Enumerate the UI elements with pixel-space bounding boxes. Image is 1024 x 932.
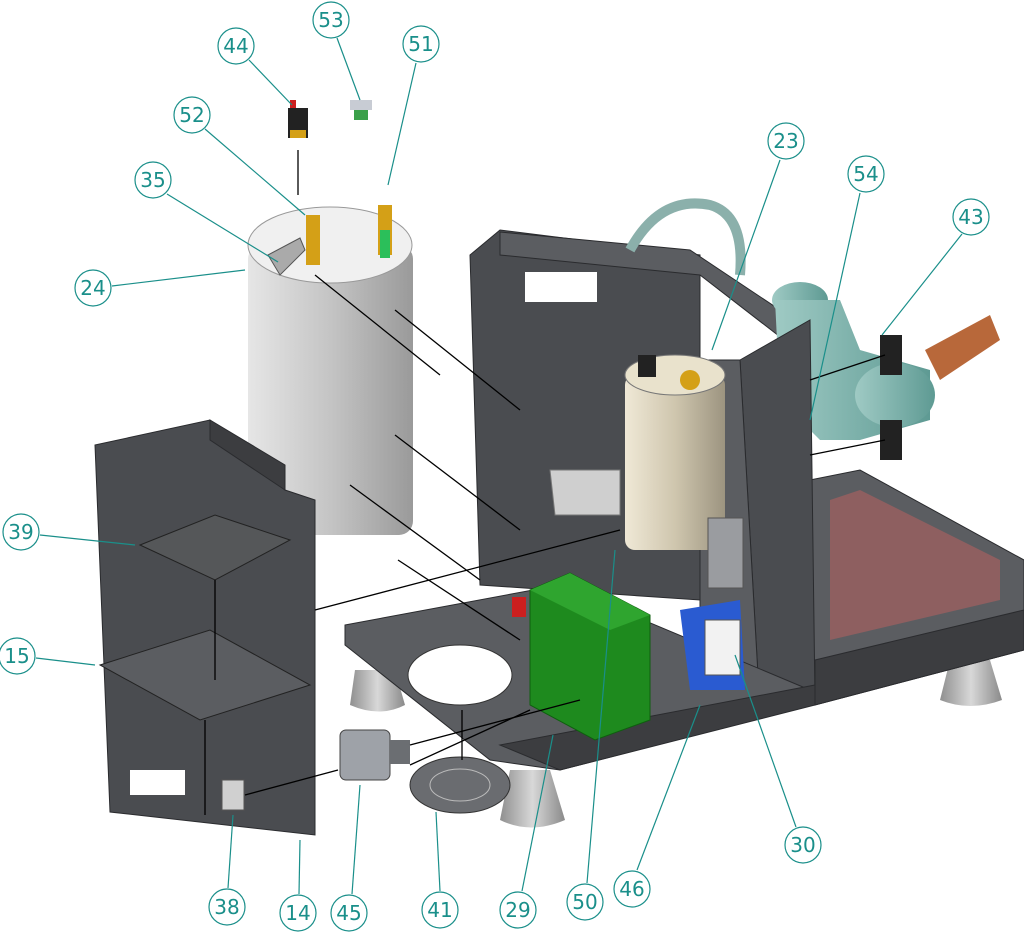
- assembly-lines: [204, 274, 886, 815]
- callout-29: 29: [499, 891, 537, 929]
- svg-text:15: 15: [4, 644, 29, 668]
- callout-24: 24: [74, 269, 112, 307]
- transformer: [512, 572, 651, 741]
- power-inlet: [339, 729, 410, 781]
- svg-text:23: 23: [773, 129, 798, 153]
- callout-15: 15: [0, 637, 36, 675]
- sensor-53: [350, 100, 372, 120]
- callout-52: 52: [173, 96, 211, 134]
- microswitch-38: [221, 779, 245, 811]
- svg-text:29: 29: [505, 898, 530, 922]
- callout-45: 45: [330, 894, 368, 932]
- callout-35: 35: [134, 161, 172, 199]
- small-boiler: [549, 354, 726, 550]
- svg-text:45: 45: [336, 901, 361, 925]
- svg-text:46: 46: [619, 877, 644, 901]
- callout-51: 51: [402, 25, 440, 63]
- callout-41: 41: [421, 891, 459, 929]
- drip-tray-grille: [809, 469, 1024, 706]
- svg-text:39: 39: [8, 520, 33, 544]
- callout-53: 53: [312, 1, 350, 39]
- callout-39: 39: [2, 513, 40, 551]
- callout-54: 54: [847, 155, 885, 193]
- callout-50: 50: [566, 883, 604, 921]
- svg-text:35: 35: [140, 168, 165, 192]
- thermostat-44: [288, 100, 308, 138]
- callout-23: 23: [767, 122, 805, 160]
- callout-44: 44: [217, 27, 255, 65]
- svg-text:41: 41: [427, 898, 452, 922]
- svg-text:44: 44: [223, 34, 248, 58]
- drain-grate: [409, 756, 511, 814]
- svg-text:53: 53: [318, 8, 343, 32]
- svg-text:54: 54: [853, 162, 878, 186]
- callout-14: 14: [279, 894, 317, 932]
- svg-text:52: 52: [179, 103, 204, 127]
- svg-text:50: 50: [572, 890, 597, 914]
- svg-text:38: 38: [214, 895, 239, 919]
- svg-text:24: 24: [80, 276, 105, 300]
- svg-text:43: 43: [958, 205, 983, 229]
- callout-38: 38: [208, 888, 246, 926]
- svg-text:51: 51: [408, 32, 433, 56]
- callout-46: 46: [613, 870, 651, 908]
- svg-text:30: 30: [790, 833, 815, 857]
- main-boiler: [247, 205, 413, 535]
- svg-text:14: 14: [285, 901, 310, 925]
- leader-lines: [35, 37, 963, 895]
- callout-30: 30: [784, 826, 822, 864]
- front-panel: [94, 419, 316, 836]
- terminal-block: [680, 517, 745, 690]
- callout-43: 43: [952, 198, 990, 236]
